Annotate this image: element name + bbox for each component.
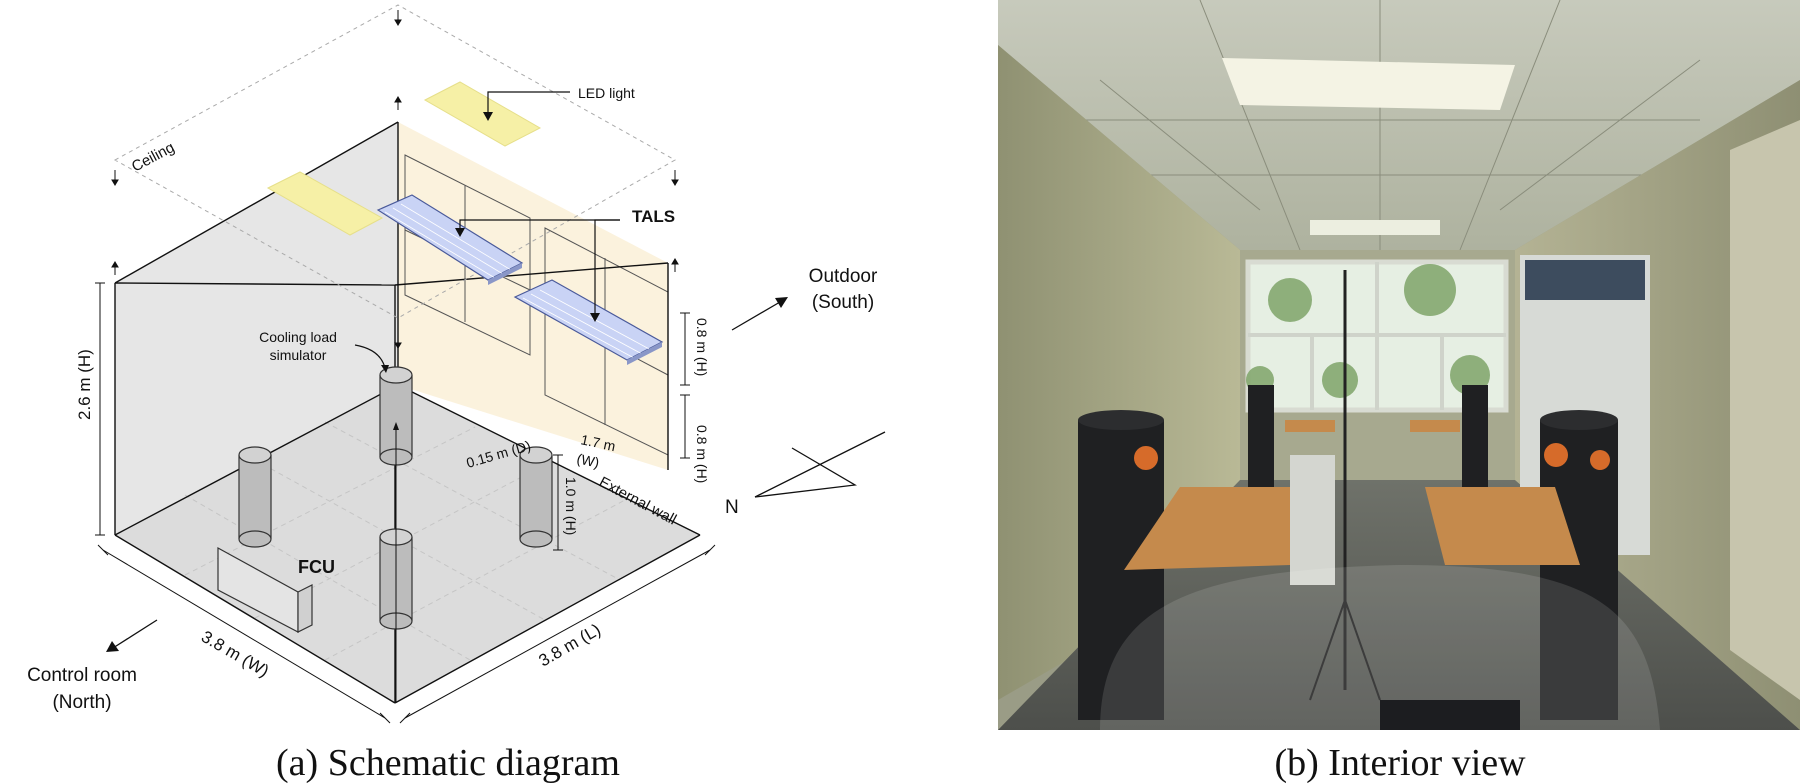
north-compass-icon <box>754 431 886 498</box>
interior-view-photo: (b) Interior view <box>998 0 1800 784</box>
outdoor-label: Outdoor <box>809 266 878 287</box>
led-light-label: LED light <box>578 85 635 101</box>
window-height-brackets <box>680 312 690 459</box>
cooling-load-simulator-2 <box>238 446 272 548</box>
tals-panel-1 <box>376 194 524 285</box>
photo-ceiling-light-1 <box>1222 58 1515 110</box>
window-width-label: 1.7 m <box>579 431 617 454</box>
window-width-w-label: (W) <box>575 450 600 470</box>
photo-cylinder-left <box>1078 420 1164 720</box>
led-arrow-head <box>483 112 493 121</box>
north-compass-label: N <box>725 497 739 518</box>
room-width-dimension <box>97 544 391 724</box>
tals-arrow-head-2 <box>590 313 600 322</box>
photo-cylinder-right <box>1540 420 1618 720</box>
simulator-height-label: 1.0 m (H) <box>563 477 579 535</box>
simulator-height-bracket <box>553 454 563 551</box>
cooling-load-label: Cooling load <box>259 329 337 345</box>
cooling-load-simulator-1 <box>379 366 413 466</box>
window-top-height-label: 0.8 m (H) <box>694 318 710 376</box>
north-wall <box>115 122 398 535</box>
room-width-label: 3.8 m (W) <box>198 627 272 681</box>
led-leader-line <box>487 91 570 118</box>
outdoor-arrow-line <box>731 301 781 331</box>
outdoor-arrow-head <box>775 297 788 308</box>
ceiling-label: Ceiling <box>129 139 177 176</box>
photo-door <box>1730 120 1800 700</box>
fcu-side <box>297 584 313 633</box>
ceiling-drop-arrows <box>111 10 679 349</box>
control-room-label: Control room <box>27 665 137 686</box>
ceiling-plane <box>113 4 677 319</box>
control-room-arrow-line <box>112 619 158 649</box>
led-light-2 <box>266 171 384 236</box>
tals-panel-2 <box>513 279 664 365</box>
photo-ceiling <box>998 0 1800 250</box>
window-bottom-height-label: 0.8 m (H) <box>694 425 710 483</box>
tals-leader-2 <box>594 219 620 318</box>
schematic-diagram: Ceiling LED light <box>27 4 886 784</box>
north-label: (North) <box>52 692 111 713</box>
control-room-arrow-head <box>106 641 119 652</box>
photo-desk-left <box>1124 487 1305 570</box>
caption-a: (a) Schematic diagram <box>276 742 620 784</box>
centre-arrow-head <box>393 422 399 430</box>
room-length-dimension <box>399 544 716 724</box>
led-light-1 <box>423 81 542 147</box>
room-height-dimension <box>95 282 105 536</box>
fcu-label: FCU <box>298 557 335 577</box>
photo-desk-right <box>1425 487 1580 565</box>
tals-arrow-head-1 <box>455 228 465 237</box>
cooling-load-arrow-head <box>381 365 389 373</box>
tals-label: TALS <box>632 207 675 226</box>
photo-ceiling-light-2 <box>1310 220 1440 235</box>
simulator-label: simulator <box>270 347 327 363</box>
room-height-label: 2.6 m (H) <box>75 349 94 420</box>
cooling-load-simulator-3 <box>519 446 553 548</box>
caption-b: (b) Interior view <box>1274 742 1526 784</box>
south-label: (South) <box>812 292 874 313</box>
photo-glass-reflection <box>1100 565 1660 730</box>
